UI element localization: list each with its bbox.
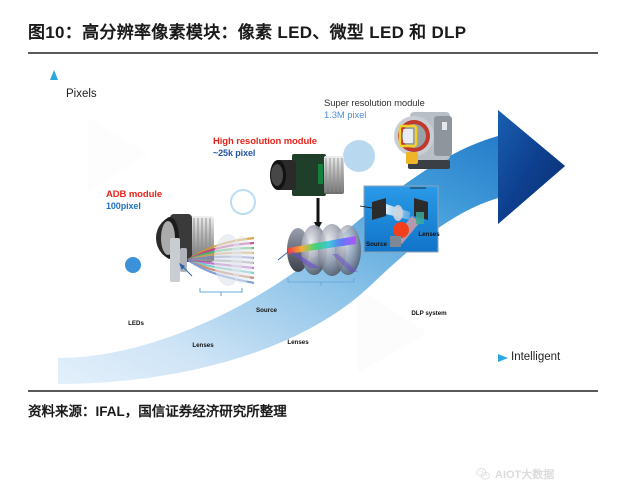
background-texture xyxy=(88,118,428,373)
figure-source: 资料来源：IFAL，国信证券经济研究所整理 xyxy=(28,404,287,419)
watermark-text: AIOT大数据 xyxy=(495,469,555,481)
annotation-leds: LEDs xyxy=(128,320,144,327)
callout-super-subtitle: 1.3M pixel xyxy=(324,109,367,121)
annotation-source-dlp: Source xyxy=(366,241,387,248)
arrow-body xyxy=(58,110,565,384)
callout-adb-title: ADB module xyxy=(106,189,163,200)
high-resolution-module-image xyxy=(270,154,344,230)
chart-area: Pixels Intelligent ADB module 100pixel H… xyxy=(28,58,598,384)
super-resolution-module-image xyxy=(394,112,452,169)
source-divider xyxy=(28,390,598,392)
y-axis-label: Pixels xyxy=(66,88,97,100)
arrow-head xyxy=(498,110,565,224)
callout-adb-module: ADB module 100pixel xyxy=(106,189,162,212)
callout-high-resolution-module: High resolution module ~25k pixel xyxy=(213,136,317,159)
title-divider xyxy=(28,52,598,54)
annotation-dlp-system: DLP system xyxy=(411,310,447,317)
annotation-source-highres: Source xyxy=(256,307,277,314)
accent-dot-1 xyxy=(125,257,141,273)
callout-adb-subtitle: 100pixel xyxy=(106,200,141,211)
led-lens-diagram xyxy=(170,234,255,296)
axes xyxy=(50,70,508,362)
annotation-lenses-led: Lenses xyxy=(192,342,214,349)
dlp-system-image xyxy=(359,185,439,253)
callout-super-title: Super resolution module xyxy=(324,98,425,109)
watermark: AIOT大数据 xyxy=(476,466,554,482)
accent-circle-3 xyxy=(343,140,375,172)
lens-stack-diagram xyxy=(277,224,361,286)
callout-high-title: High resolution module xyxy=(213,136,317,147)
growth-arrow xyxy=(58,110,565,384)
page-title: 图10：高分辨率像素模块：像素 LED、微型 LED 和 DLP xyxy=(28,23,467,42)
accent-circle-2 xyxy=(230,189,256,215)
x-axis-label: Intelligent xyxy=(511,351,561,363)
annotation-lenses-dlp: Lenses xyxy=(418,231,440,238)
annotation-lenses-highres: Lenses xyxy=(287,339,309,346)
callout-super-resolution-module: Super resolution module 1.3M pixel xyxy=(324,98,425,121)
chart-svg xyxy=(50,70,565,384)
callout-high-subtitle: ~25k pixel xyxy=(213,147,256,158)
wechat-icon xyxy=(476,467,490,481)
